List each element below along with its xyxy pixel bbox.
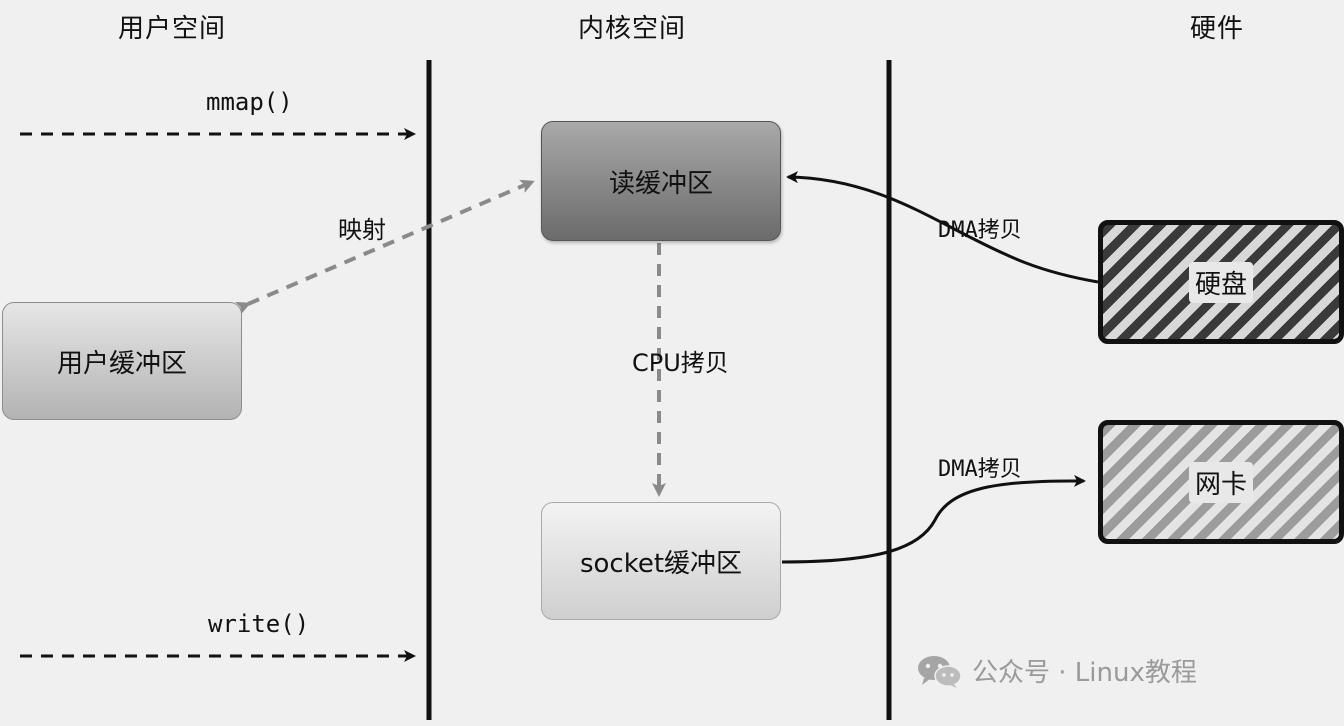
read-buffer-box: 读缓冲区	[541, 121, 781, 241]
watermark-text: 公众号 · Linux教程	[972, 658, 1197, 688]
write-call-label: write()	[208, 610, 310, 638]
hardware-title: 硬件	[1190, 14, 1245, 44]
dma-copy-out-label: DMA拷贝	[938, 457, 1022, 482]
mmap-call-label: mmap()	[206, 88, 293, 116]
user-space-title: 用户空间	[118, 14, 227, 44]
dma-copy-in-arrow	[786, 171, 1099, 284]
nic-box: 网卡	[1098, 420, 1344, 544]
cpu-copy-label: CPU拷贝	[632, 349, 729, 377]
socket-buffer-box: socket缓冲区	[541, 502, 781, 620]
user-buffer-label: 用户缓冲区	[56, 348, 187, 379]
disk-box: 硬盘	[1098, 220, 1344, 344]
read-buffer-label: 读缓冲区	[608, 168, 713, 199]
disk-label: 硬盘	[1188, 261, 1253, 303]
socket-buffer-label: socket缓冲区	[579, 548, 743, 579]
watermark: 公众号 · Linux教程	[916, 652, 1197, 689]
wechat-icon	[916, 654, 962, 688]
mapping-label: 映射	[338, 216, 386, 244]
kernel-space-title: 内核空间	[578, 14, 687, 44]
mapping-arrow	[235, 179, 535, 315]
nic-label: 网卡	[1188, 461, 1253, 503]
user-buffer-box: 用户缓冲区	[2, 302, 242, 420]
dma-copy-out-arrow	[781, 474, 1086, 564]
dma-copy-in-label: DMA拷贝	[938, 218, 1022, 243]
